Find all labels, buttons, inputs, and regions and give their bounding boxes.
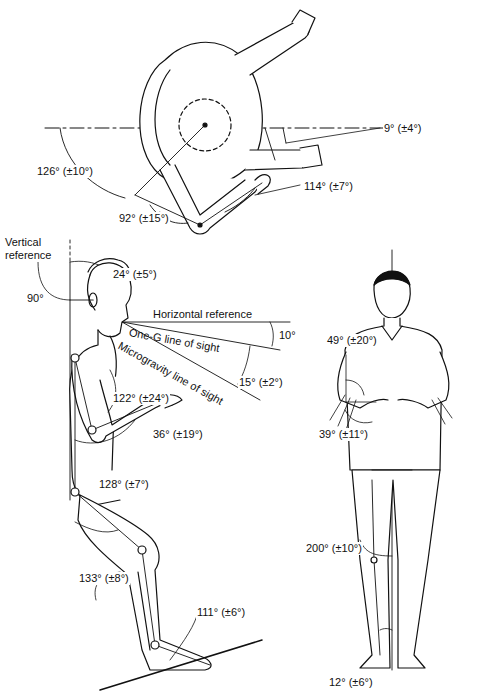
angle-label: Horizontal reference [152, 308, 253, 321]
angle-label: 24° (±5°) [112, 268, 158, 281]
angle-label: Vertical reference [4, 236, 58, 262]
angle-label: 36° (±19°) [152, 428, 204, 441]
angle-label: 128° (±7°) [98, 478, 150, 491]
angle-label: 200° (±10°) [305, 542, 363, 555]
top-view [45, 10, 385, 234]
angle-label: 133° (±8°) [78, 572, 130, 585]
angle-label: 122° (±24°) [112, 392, 170, 405]
angle-label: 111° (±6°) [196, 606, 246, 619]
angle-label: 126° (±10°) [36, 165, 94, 178]
front-view [330, 250, 452, 670]
side-view [38, 240, 290, 690]
angle-label: 90° [26, 292, 45, 305]
angle-label: 10° [278, 329, 297, 342]
angle-label: 92° (±15°) [118, 212, 170, 225]
angle-label: 49° (±20°) [326, 334, 378, 347]
angle-label: 9° (±4°) [383, 122, 422, 135]
angle-label: 15° (±2°) [238, 376, 284, 389]
angle-label: 39° (±11°) [318, 428, 369, 441]
angle-label: 114° (±7°) [303, 180, 354, 193]
angle-label: 12° (±6°) [328, 676, 374, 689]
